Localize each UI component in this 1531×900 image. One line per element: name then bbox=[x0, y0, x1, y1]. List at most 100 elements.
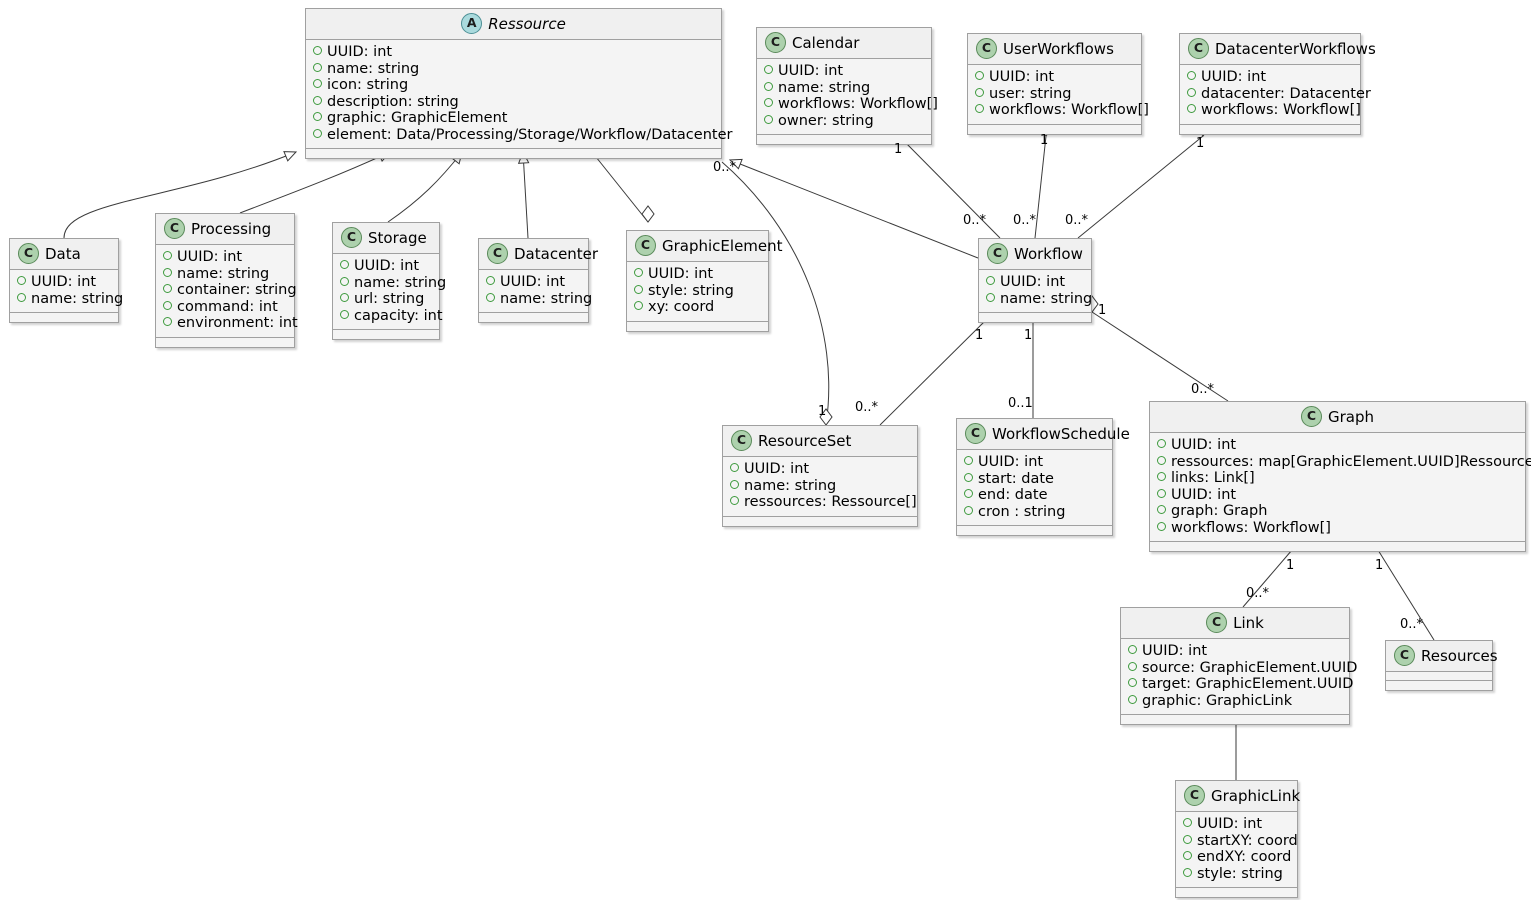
attribute-row: UUID: int bbox=[986, 274, 1084, 291]
public-visibility-icon bbox=[163, 251, 172, 260]
attribute-row: UUID: int bbox=[340, 258, 432, 275]
attribute-text: name: string bbox=[1000, 290, 1093, 307]
class-marker-icon: C bbox=[1300, 406, 1322, 427]
assoc-workflow-resourceset bbox=[879, 319, 987, 426]
public-visibility-icon bbox=[1187, 71, 1196, 80]
public-visibility-icon bbox=[1183, 867, 1192, 877]
attribute-text: name: string bbox=[778, 79, 871, 96]
class-operations-graphiclink bbox=[1176, 888, 1297, 897]
multiplicity-label-m-sched-end: 0..1 bbox=[1008, 396, 1033, 411]
public-visibility-icon bbox=[313, 128, 322, 138]
public-visibility-icon bbox=[764, 114, 773, 124]
class-marker-icon: C bbox=[731, 430, 752, 451]
attribute-text: UUID: int bbox=[1201, 69, 1267, 85]
attribute-text: style: string bbox=[1197, 865, 1283, 882]
attribute-row: UUID: int bbox=[764, 63, 924, 80]
public-visibility-icon bbox=[1183, 818, 1192, 827]
public-visibility-icon bbox=[1183, 851, 1192, 860]
attribute-text: element: Data/Processing/Storage/Workflo… bbox=[327, 126, 733, 143]
multiplicity-label-m-calendar-workflow: 0..* bbox=[963, 213, 987, 228]
attribute-row: command: int bbox=[163, 299, 287, 316]
attribute-row: workflows: Workflow[] bbox=[1187, 102, 1361, 119]
attribute-row: workflows: Workflow[] bbox=[975, 102, 1149, 119]
multiplicity-label-m-workflow-graph: 1 bbox=[1098, 303, 1107, 318]
attribute-row: UUID: int bbox=[1157, 437, 1518, 454]
public-visibility-icon bbox=[1157, 472, 1166, 481]
class-operations-resources bbox=[1386, 681, 1492, 690]
attribute-text: name: string bbox=[31, 290, 124, 307]
class-name-data: Data bbox=[45, 244, 81, 263]
attribute-text: name: string bbox=[354, 274, 447, 291]
attribute-text: environment: int bbox=[177, 315, 298, 331]
public-visibility-icon bbox=[975, 104, 984, 113]
class-operations-datacenter bbox=[479, 313, 588, 322]
class-operations-calendar bbox=[757, 135, 931, 144]
attribute-row: style: string bbox=[634, 283, 761, 300]
inheritance-datacenter-ressource bbox=[517, 150, 530, 239]
public-visibility-icon bbox=[340, 293, 349, 302]
attribute-text: UUID: int bbox=[778, 63, 844, 79]
attribute-text: end: date bbox=[978, 487, 1048, 503]
assoc-datacenterworkflows-workflow bbox=[1077, 135, 1204, 239]
attribute-text: xy: coord bbox=[648, 299, 715, 315]
attribute-text: UUID: int bbox=[744, 461, 810, 477]
attribute-row: UUID: int bbox=[1157, 487, 1518, 504]
public-visibility-icon bbox=[1128, 694, 1137, 704]
attribute-text: ressources: map[GraphicElement.UUID]Ress… bbox=[1171, 453, 1531, 470]
attribute-text: startXY: coord bbox=[1197, 832, 1298, 849]
attribute-text: UUID: int bbox=[1142, 643, 1208, 659]
public-visibility-icon bbox=[964, 456, 973, 465]
public-visibility-icon bbox=[313, 79, 322, 88]
class-operations-datacenterworkflows bbox=[1180, 124, 1360, 134]
attribute-text: style: string bbox=[648, 282, 734, 299]
attribute-text: name: string bbox=[744, 477, 837, 494]
attribute-text: description: string bbox=[327, 93, 459, 110]
attribute-row: startXY: coord bbox=[1183, 833, 1298, 850]
attribute-row: datacenter: Datacenter bbox=[1187, 86, 1371, 103]
public-visibility-icon bbox=[986, 276, 995, 285]
attribute-row: UUID: int bbox=[486, 274, 581, 291]
class-marker-icon: C bbox=[487, 243, 508, 264]
attribute-row: UUID: int bbox=[975, 69, 1134, 86]
multiplicity-label-m-res-end: 0..* bbox=[1400, 617, 1424, 632]
class-name-link: Link bbox=[1233, 613, 1264, 632]
public-visibility-icon bbox=[1157, 505, 1166, 514]
public-visibility-icon bbox=[730, 479, 739, 489]
attribute-row: name: string bbox=[17, 291, 123, 308]
class-marker-icon: C bbox=[1394, 645, 1415, 666]
class-marker-icon: C bbox=[976, 38, 997, 59]
public-visibility-icon bbox=[964, 489, 973, 498]
class-marker-icon: C bbox=[1184, 785, 1205, 806]
public-visibility-icon bbox=[1187, 104, 1196, 113]
public-visibility-icon bbox=[964, 505, 973, 515]
public-visibility-icon bbox=[340, 309, 349, 319]
public-visibility-icon bbox=[163, 300, 172, 310]
